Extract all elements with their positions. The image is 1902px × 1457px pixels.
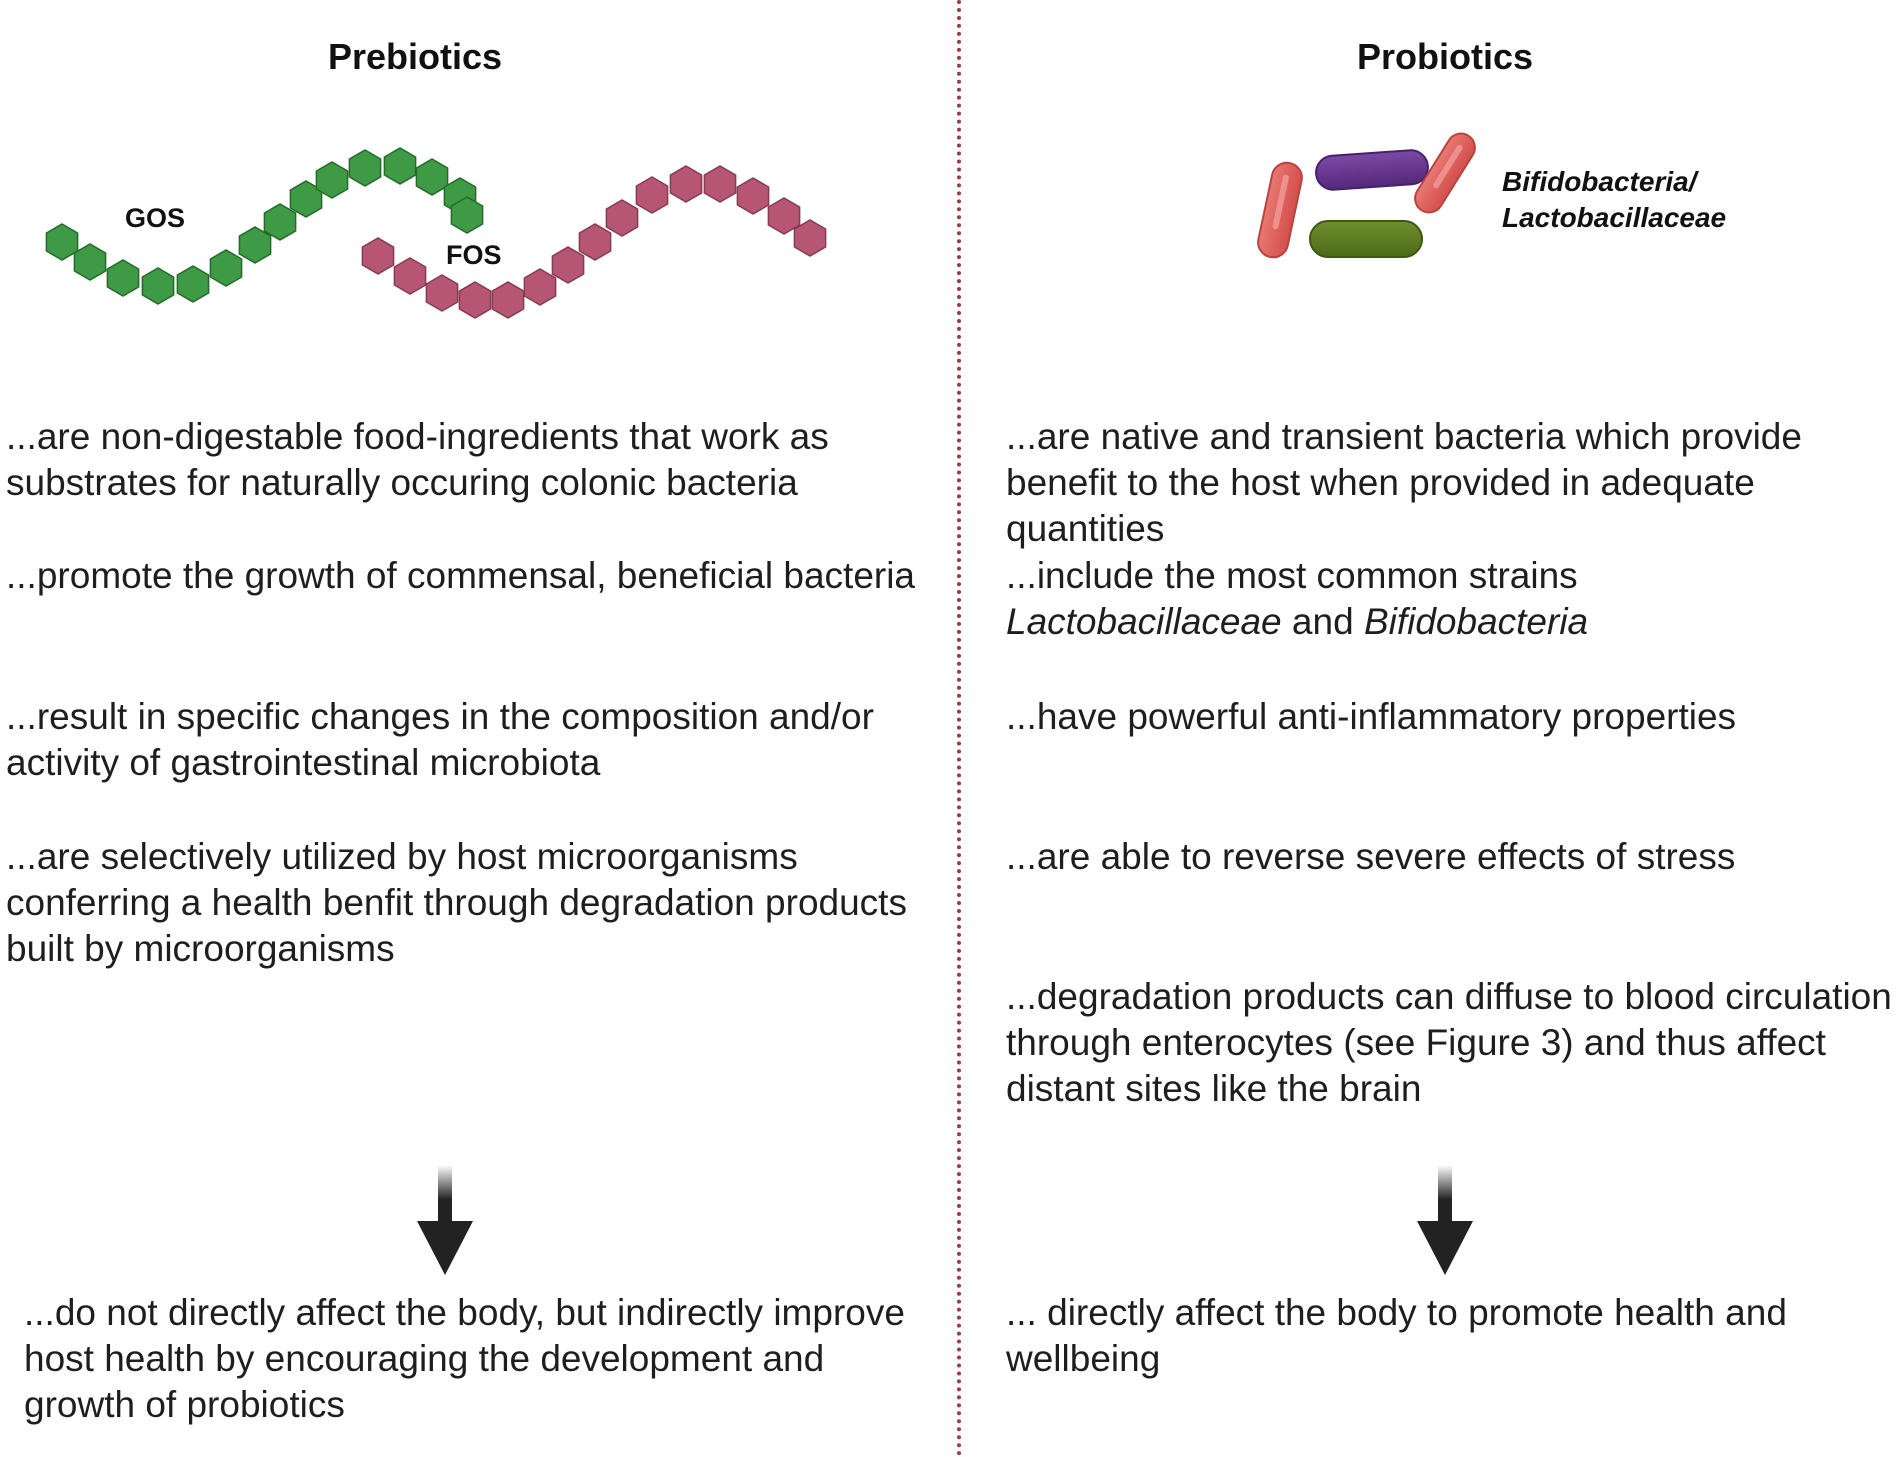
gos-unit — [209, 249, 243, 287]
fos-unit — [551, 246, 585, 284]
fos-unit — [767, 197, 801, 235]
gos-unit — [315, 161, 349, 199]
gos-unit — [383, 147, 417, 185]
probiotics-conclusion: ... directly affect the body to promote … — [1006, 1292, 1787, 1379]
prebiotics-point-4: ...are selectively utilized by host micr… — [6, 836, 907, 969]
bacteria-label: Bifidobacteria/ Lactobacillaceae — [1502, 164, 1726, 236]
fos-unit — [605, 199, 639, 237]
fos-chain-icon — [361, 165, 827, 319]
gos-unit — [450, 196, 484, 234]
gos-unit — [348, 149, 382, 187]
fos-unit — [458, 281, 492, 319]
fos-unit — [793, 219, 827, 257]
prebiotics-conclusion: ...do not directly affect the body, but … — [24, 1292, 905, 1425]
probiotics-point-2-and: and — [1291, 601, 1354, 642]
fos-unit — [425, 274, 459, 312]
fos-unit — [669, 165, 703, 203]
gos-unit — [45, 223, 79, 261]
prebiotics-point-2: ...promote the growth of commensal, bene… — [6, 555, 916, 596]
gos-unit — [176, 265, 210, 303]
bacteria-label-line-1: Bifidobacteria/ — [1502, 166, 1697, 197]
fos-label: FOS — [446, 240, 502, 270]
column-divider — [957, 0, 961, 1457]
gos-unit — [263, 203, 297, 241]
probiotics-point-3: ...have powerful anti-inflammatory prope… — [1006, 696, 1737, 737]
fos-unit — [703, 165, 737, 203]
fos-unit — [523, 268, 557, 306]
fos-unit — [393, 257, 427, 295]
gos-unit — [238, 226, 272, 264]
prebiotics-point-1: ...are non-digestable food-ingredients t… — [6, 416, 829, 503]
fos-unit — [578, 223, 612, 261]
gos-label: GOS — [125, 203, 186, 233]
gos-unit — [415, 158, 449, 196]
bacteria-icon — [1257, 132, 1476, 259]
down-arrow-icon — [1417, 1165, 1473, 1275]
probiotics-point-1: ...are native and transient bacteria whi… — [1006, 416, 1802, 549]
strain-bifidobacteria: Bifidobacteria — [1363, 601, 1589, 642]
fos-unit — [361, 237, 395, 275]
gos-chain-icon — [45, 147, 484, 305]
prebiotics-title: Prebiotics — [327, 36, 503, 77]
prebiotics-point-3: ...result in specific changes in the com… — [6, 696, 874, 783]
probiotics-point-5: ...degradation products can diffuse to b… — [1006, 976, 1892, 1109]
fos-unit — [491, 281, 525, 319]
gos-unit — [73, 243, 107, 281]
down-arrow-icon — [417, 1165, 473, 1275]
fos-unit — [635, 176, 669, 214]
strain-lactobacillaceae: Lactobacillaceae — [1006, 601, 1282, 642]
gos-unit — [141, 267, 175, 305]
probiotics-point-2-prefix: ...include the most common strains — [1006, 555, 1578, 596]
gos-unit — [106, 259, 140, 297]
fos-unit — [736, 177, 770, 215]
probiotics-title: Probiotics — [1356, 36, 1534, 77]
probiotics-point-4: ...are able to reverse severe effects of… — [1006, 836, 1736, 877]
bacteria-label-line-2: Lactobacillaceae — [1502, 202, 1727, 233]
